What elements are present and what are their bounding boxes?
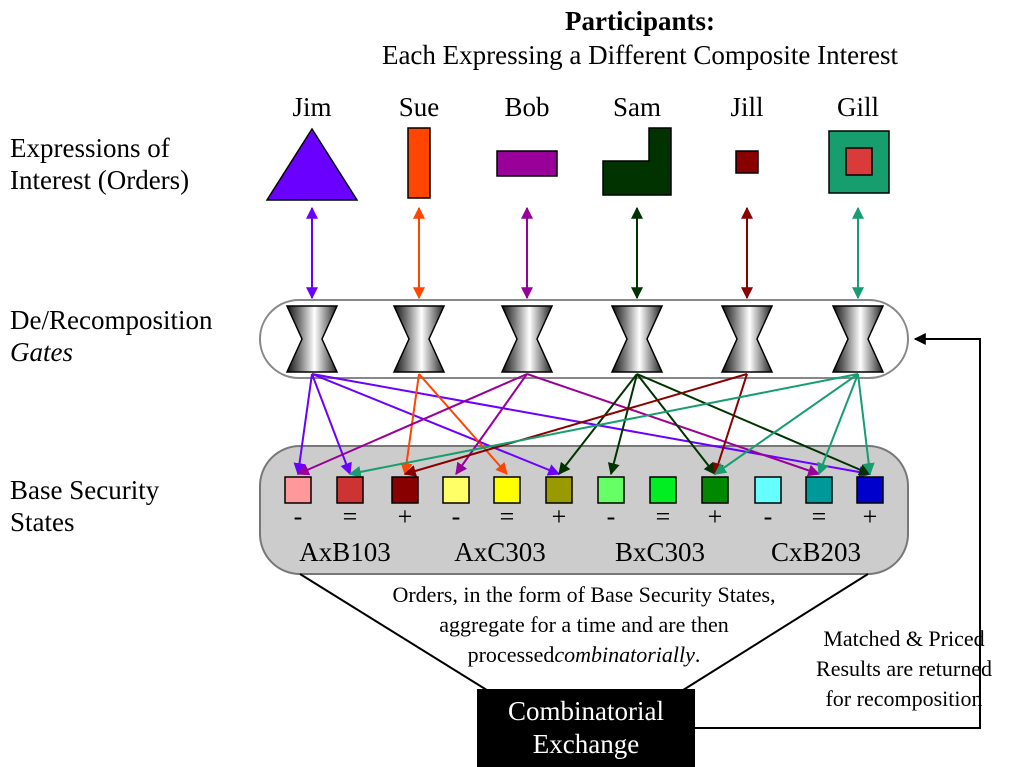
state-sign-axc303-1: =	[499, 502, 515, 531]
state-sign-axb103-2: +	[397, 502, 413, 531]
participant-name-jill: Jill	[730, 92, 764, 122]
state-axc303-2	[545, 476, 573, 504]
security-name-axc303: AxC303	[454, 537, 546, 567]
decomposition-arrow-sam-11	[636, 373, 872, 476]
decomposition-arrow-jim-11	[311, 373, 872, 479]
state-cxb203-1	[805, 476, 833, 504]
state-axb103-2	[391, 476, 419, 504]
state-sign-cxb203-1: =	[811, 502, 827, 531]
state-bxc303-2	[701, 476, 729, 504]
exchange-line-2: Exchange	[532, 729, 640, 759]
participant-name-bob: Bob	[504, 92, 550, 122]
state-axb103-1	[336, 476, 364, 504]
order-shape-jim	[265, 127, 359, 201]
combinatorial-exchange-box: Combinatorial Exchange	[477, 689, 695, 767]
label-gates-1: De/Recomposition	[10, 305, 213, 335]
gate-jim	[285, 305, 339, 373]
decomposition-arrow-jill-2	[403, 373, 748, 477]
state-sign-cxb203-0: -	[763, 502, 773, 531]
decomposition-arrow-bob-10	[526, 373, 821, 477]
decomposition-arrow-gill-11	[857, 373, 875, 476]
state-sign-bxc303-1: =	[655, 502, 671, 531]
funnel-line-right	[679, 573, 869, 693]
state-bxc303-1	[649, 476, 677, 504]
return-note-line-3: for recomposition	[825, 686, 983, 711]
gate-sam	[610, 305, 664, 373]
label-expressions-1: Expressions of	[10, 133, 170, 163]
security-name-bxc303: BxC303	[614, 537, 706, 567]
state-sign-axb103-0: -	[293, 502, 303, 531]
decomposition-arrow-sam-6	[607, 373, 638, 476]
participant-name-sam: Sam	[612, 92, 662, 122]
decomposition-arrow-jim-0	[293, 373, 313, 476]
decomposition-arrow-gill-8	[714, 373, 859, 475]
decomposition-arrow-gill-1	[348, 373, 859, 478]
label-expressions-2: Interest (Orders)	[10, 165, 190, 195]
security-name-axb103: AxB103	[299, 537, 391, 567]
gate-jill	[720, 305, 774, 373]
decomposition-arrow-jim-1	[311, 373, 352, 476]
state-axc303-0	[442, 476, 470, 504]
exchange-line-1: Combinatorial	[508, 696, 664, 726]
note-line-1: Orders, in the form of Base Security Sta…	[392, 582, 776, 607]
state-cxb203-2	[856, 476, 884, 504]
label-gates-2: Gates	[10, 337, 73, 367]
gate-gill	[831, 305, 885, 373]
funnel-line-left	[299, 573, 491, 693]
decomposition-arrow-bob-0	[296, 373, 528, 476]
order-shape-jill	[735, 150, 759, 174]
decomposition-arrow-jill-8	[712, 373, 748, 476]
state-sign-axc303-2: +	[551, 502, 567, 531]
state-sign-bxc303-2: +	[707, 502, 723, 531]
state-sign-axb103-1: =	[342, 502, 358, 531]
note-line-3-start: processed	[467, 642, 555, 667]
note-line-2: aggregate for a time and are then	[439, 612, 729, 637]
state-axb103-0	[284, 476, 312, 504]
decomposition-arrow-sam-5	[558, 373, 638, 475]
participant-name-sue: Sue	[398, 92, 440, 122]
state-sign-axc303-0: -	[451, 502, 461, 531]
base-states-capsule	[259, 445, 909, 575]
participant-name-gill: Gill	[836, 92, 880, 122]
participant-name-jim: Jim	[292, 92, 332, 122]
order-shape-bob	[496, 150, 558, 177]
decomposition-arrow-gill-10	[817, 373, 859, 476]
note-line-3-end: .	[694, 642, 701, 667]
return-note-line-2: Results are returned	[816, 656, 992, 681]
return-path	[695, 333, 981, 729]
diagram-title: Participants:	[565, 6, 715, 36]
state-cxb203-0	[754, 476, 782, 504]
gates-capsule	[259, 299, 909, 379]
gate-bob	[500, 305, 554, 373]
state-sign-cxb203-2: +	[862, 502, 878, 531]
order-shape-sam	[602, 127, 672, 196]
state-axc303-1	[493, 476, 521, 504]
diagram-subtitle: Each Expressing a Different Composite In…	[381, 40, 899, 70]
label-base-1: Base Security	[10, 475, 160, 505]
label-base-2: States	[10, 507, 75, 537]
order-shape-gill-inner	[845, 147, 873, 176]
decomposition-arrow-bob-3	[455, 373, 528, 475]
decomposition-arrow-sam-8	[636, 373, 716, 475]
state-sign-bxc303-0: -	[606, 502, 616, 531]
order-shape-sue	[407, 127, 431, 199]
decomposition-arrow-sue-4	[418, 373, 508, 475]
note-line-3-italic: combinatorially	[554, 642, 695, 667]
decomposition-arrow-jim-5	[311, 373, 561, 476]
security-name-cxb203: CxB203	[770, 537, 862, 567]
note-line-3: processedcombinatorially.	[468, 640, 701, 670]
gate-sue	[392, 305, 446, 373]
state-bxc303-0	[597, 476, 625, 504]
return-note-line-1: Matched & Priced	[823, 626, 985, 651]
